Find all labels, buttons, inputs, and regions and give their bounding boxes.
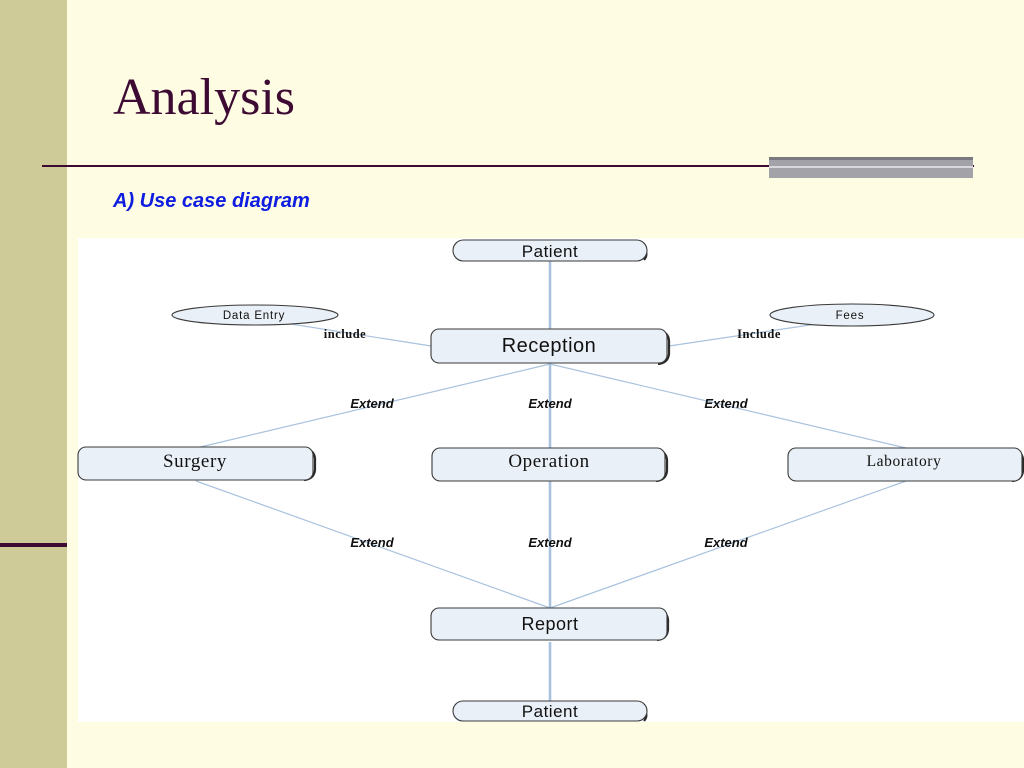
title-divider [42,165,974,167]
node-patient-top: Patient [452,239,648,262]
node-label-operation: Operation [508,451,589,472]
edge-fees-reception [668,321,831,347]
edge-reception-surgery [195,363,551,449]
slide-sidebar [0,0,67,768]
sidebar-accent [0,543,67,547]
edge-label-laboratory-report: Extend [704,535,748,550]
edge-label-surgery-report: Extend [350,535,394,550]
edge-label-data-entry-include: include [324,327,366,341]
node-laboratory: Laboratory [787,447,1024,483]
edge-laboratory-report [549,480,907,609]
node-label-data-entry: Data Entry [223,310,285,322]
diagram-canvas: Patient Data Entry Fees Reception Surger… [77,239,1024,722]
node-label-reception: Reception [502,335,597,357]
node-surgery: Surgery [77,446,317,482]
node-label-patient-bottom: Patient [522,702,578,721]
node-patient-bottom: Patient [452,700,648,722]
edge-label-reception-surgery: Extend [350,396,394,411]
edge-label-reception-operation: Extend [528,396,572,411]
node-data-entry: Data Entry [171,304,339,326]
use-case-diagram: Patient Data Entry Fees Reception Surger… [77,238,1024,722]
edge-surgery-report [195,480,551,609]
node-label-laboratory: Laboratory [867,453,942,470]
node-label-surgery: Surgery [163,451,227,472]
node-reception: Reception [430,328,671,366]
node-label-patient-top: Patient [522,242,578,261]
slide-subtitle: A) Use case diagram [113,190,310,212]
node-report: Report [430,607,670,642]
node-operation: Operation [431,447,669,483]
slide-title: Analysis [113,69,295,126]
edge-label-operation-report: Extend [528,535,572,550]
edge-dataentry-reception [277,321,432,347]
node-fees: Fees [769,303,935,327]
title-divider-accent [769,157,973,178]
node-label-fees: Fees [836,310,865,322]
node-label-report: Report [521,614,578,634]
edge-label-fees-include: Include [737,327,781,341]
edge-label-reception-laboratory: Extend [704,396,748,411]
edge-reception-laboratory [549,363,907,449]
